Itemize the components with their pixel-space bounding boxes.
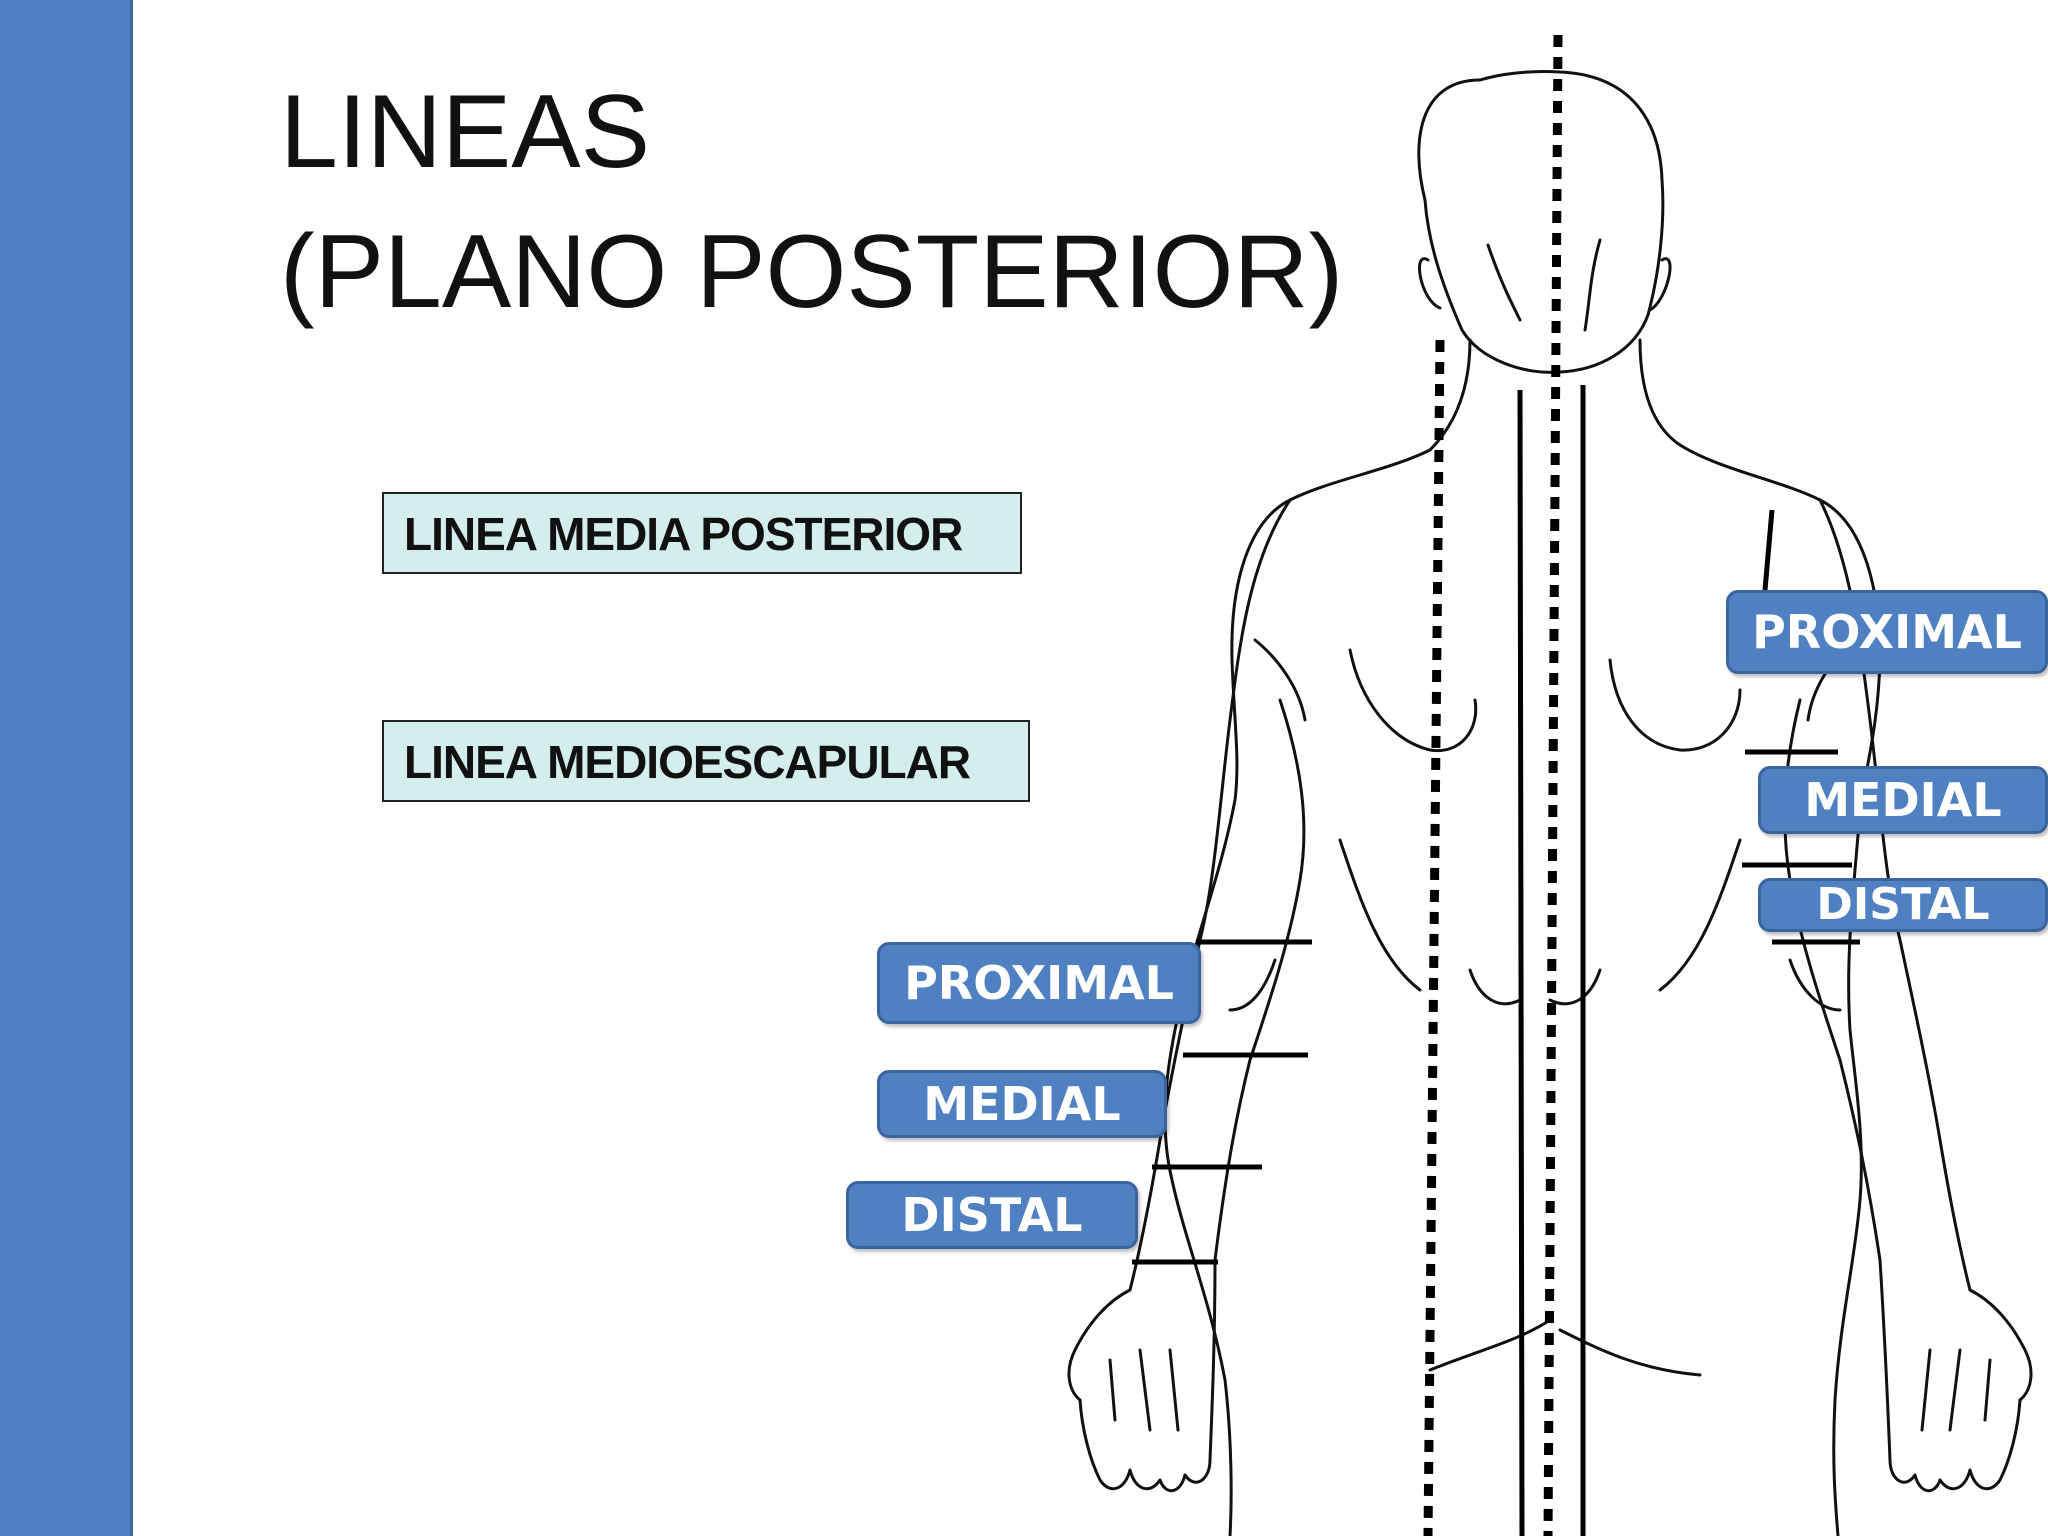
page-title: LINEAS (PLANO POSTERIOR) xyxy=(280,62,1343,342)
left-elbow xyxy=(1228,958,1277,1012)
left-deltoid xyxy=(1253,638,1307,722)
forearm-proximal-label: PROXIMAL xyxy=(877,942,1201,1024)
right-hand xyxy=(1878,1258,2022,1493)
neck-right xyxy=(1638,338,1682,447)
title-line-2: (PLANO POSTERIOR) xyxy=(280,214,1344,330)
side-accent-bar xyxy=(0,0,133,1536)
linea-media-posterior-dotted xyxy=(1543,34,1563,1536)
linea-medioescapular-dotted xyxy=(1423,339,1445,1536)
title-line-1: LINEAS xyxy=(280,74,650,190)
right-ear xyxy=(1648,257,1672,312)
left-hand-detail xyxy=(1108,1348,1180,1432)
hair-stroke xyxy=(1486,243,1522,322)
label-linea-media-posterior: LINEA MEDIA POSTERIOR xyxy=(382,492,1022,574)
left-scapula xyxy=(1348,648,1478,753)
left-hand xyxy=(1078,1258,1217,1493)
upper-arm-division-0 xyxy=(1762,509,1775,591)
lower-back-right xyxy=(1548,968,1602,1006)
torso-left xyxy=(1163,448,1432,1536)
right-back-muscle xyxy=(1658,838,1742,992)
left-ear xyxy=(1418,257,1442,310)
upper-arm-proximal-label: PROXIMAL xyxy=(1726,590,2048,674)
forearm-medial-label: MEDIAL xyxy=(877,1070,1167,1138)
spine-line-left xyxy=(1517,389,1525,1536)
lower-back-left xyxy=(1468,968,1522,1006)
right-arm-outer xyxy=(1818,498,2033,1402)
hair-stroke xyxy=(1583,238,1602,332)
left-back-muscle xyxy=(1338,838,1422,992)
right-scapula xyxy=(1608,658,1742,752)
right-elbow xyxy=(1788,958,1842,1012)
left-arm-inner xyxy=(1213,698,1306,1262)
buttock-line xyxy=(1428,1318,1702,1377)
head-outline xyxy=(1417,69,1665,374)
forearm-distal-label: DISTAL xyxy=(846,1181,1138,1249)
label-linea-medioescapular: LINEA MEDIOESCAPULAR xyxy=(382,720,1030,802)
upper-arm-distal-label: DISTAL xyxy=(1758,878,2048,932)
upper-arm-medial-label: MEDIAL xyxy=(1758,766,2048,834)
left-arm-outer xyxy=(1067,498,1292,1402)
right-hand-detail xyxy=(1920,1348,1992,1432)
